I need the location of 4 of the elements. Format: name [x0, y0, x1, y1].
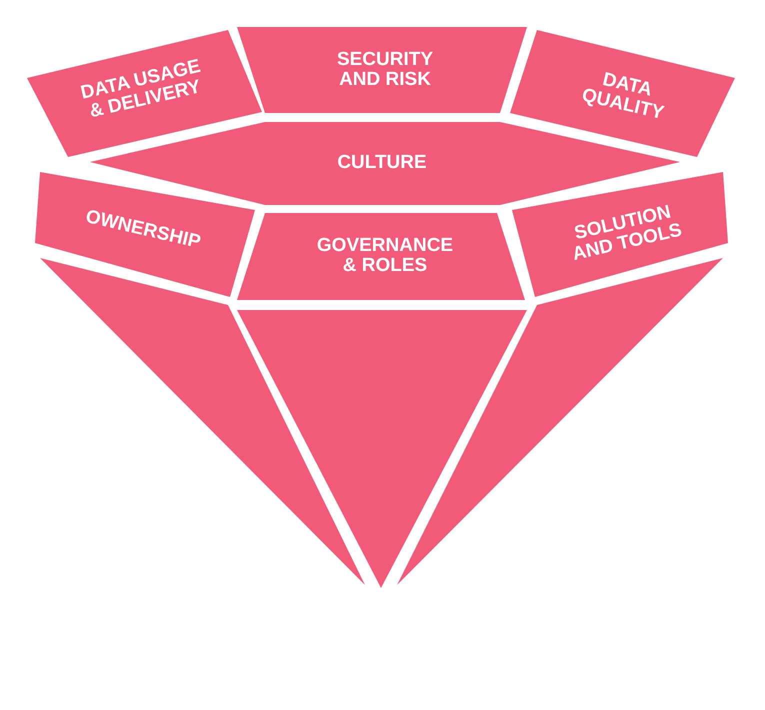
- facet-label: DATA QUALITY: [578, 68, 667, 126]
- facet-label: SECURITY AND RISK: [336, 50, 434, 90]
- facet-label: CULTURE: [336, 153, 428, 173]
- facet-label: GOVERNANCE & ROLES: [316, 236, 454, 276]
